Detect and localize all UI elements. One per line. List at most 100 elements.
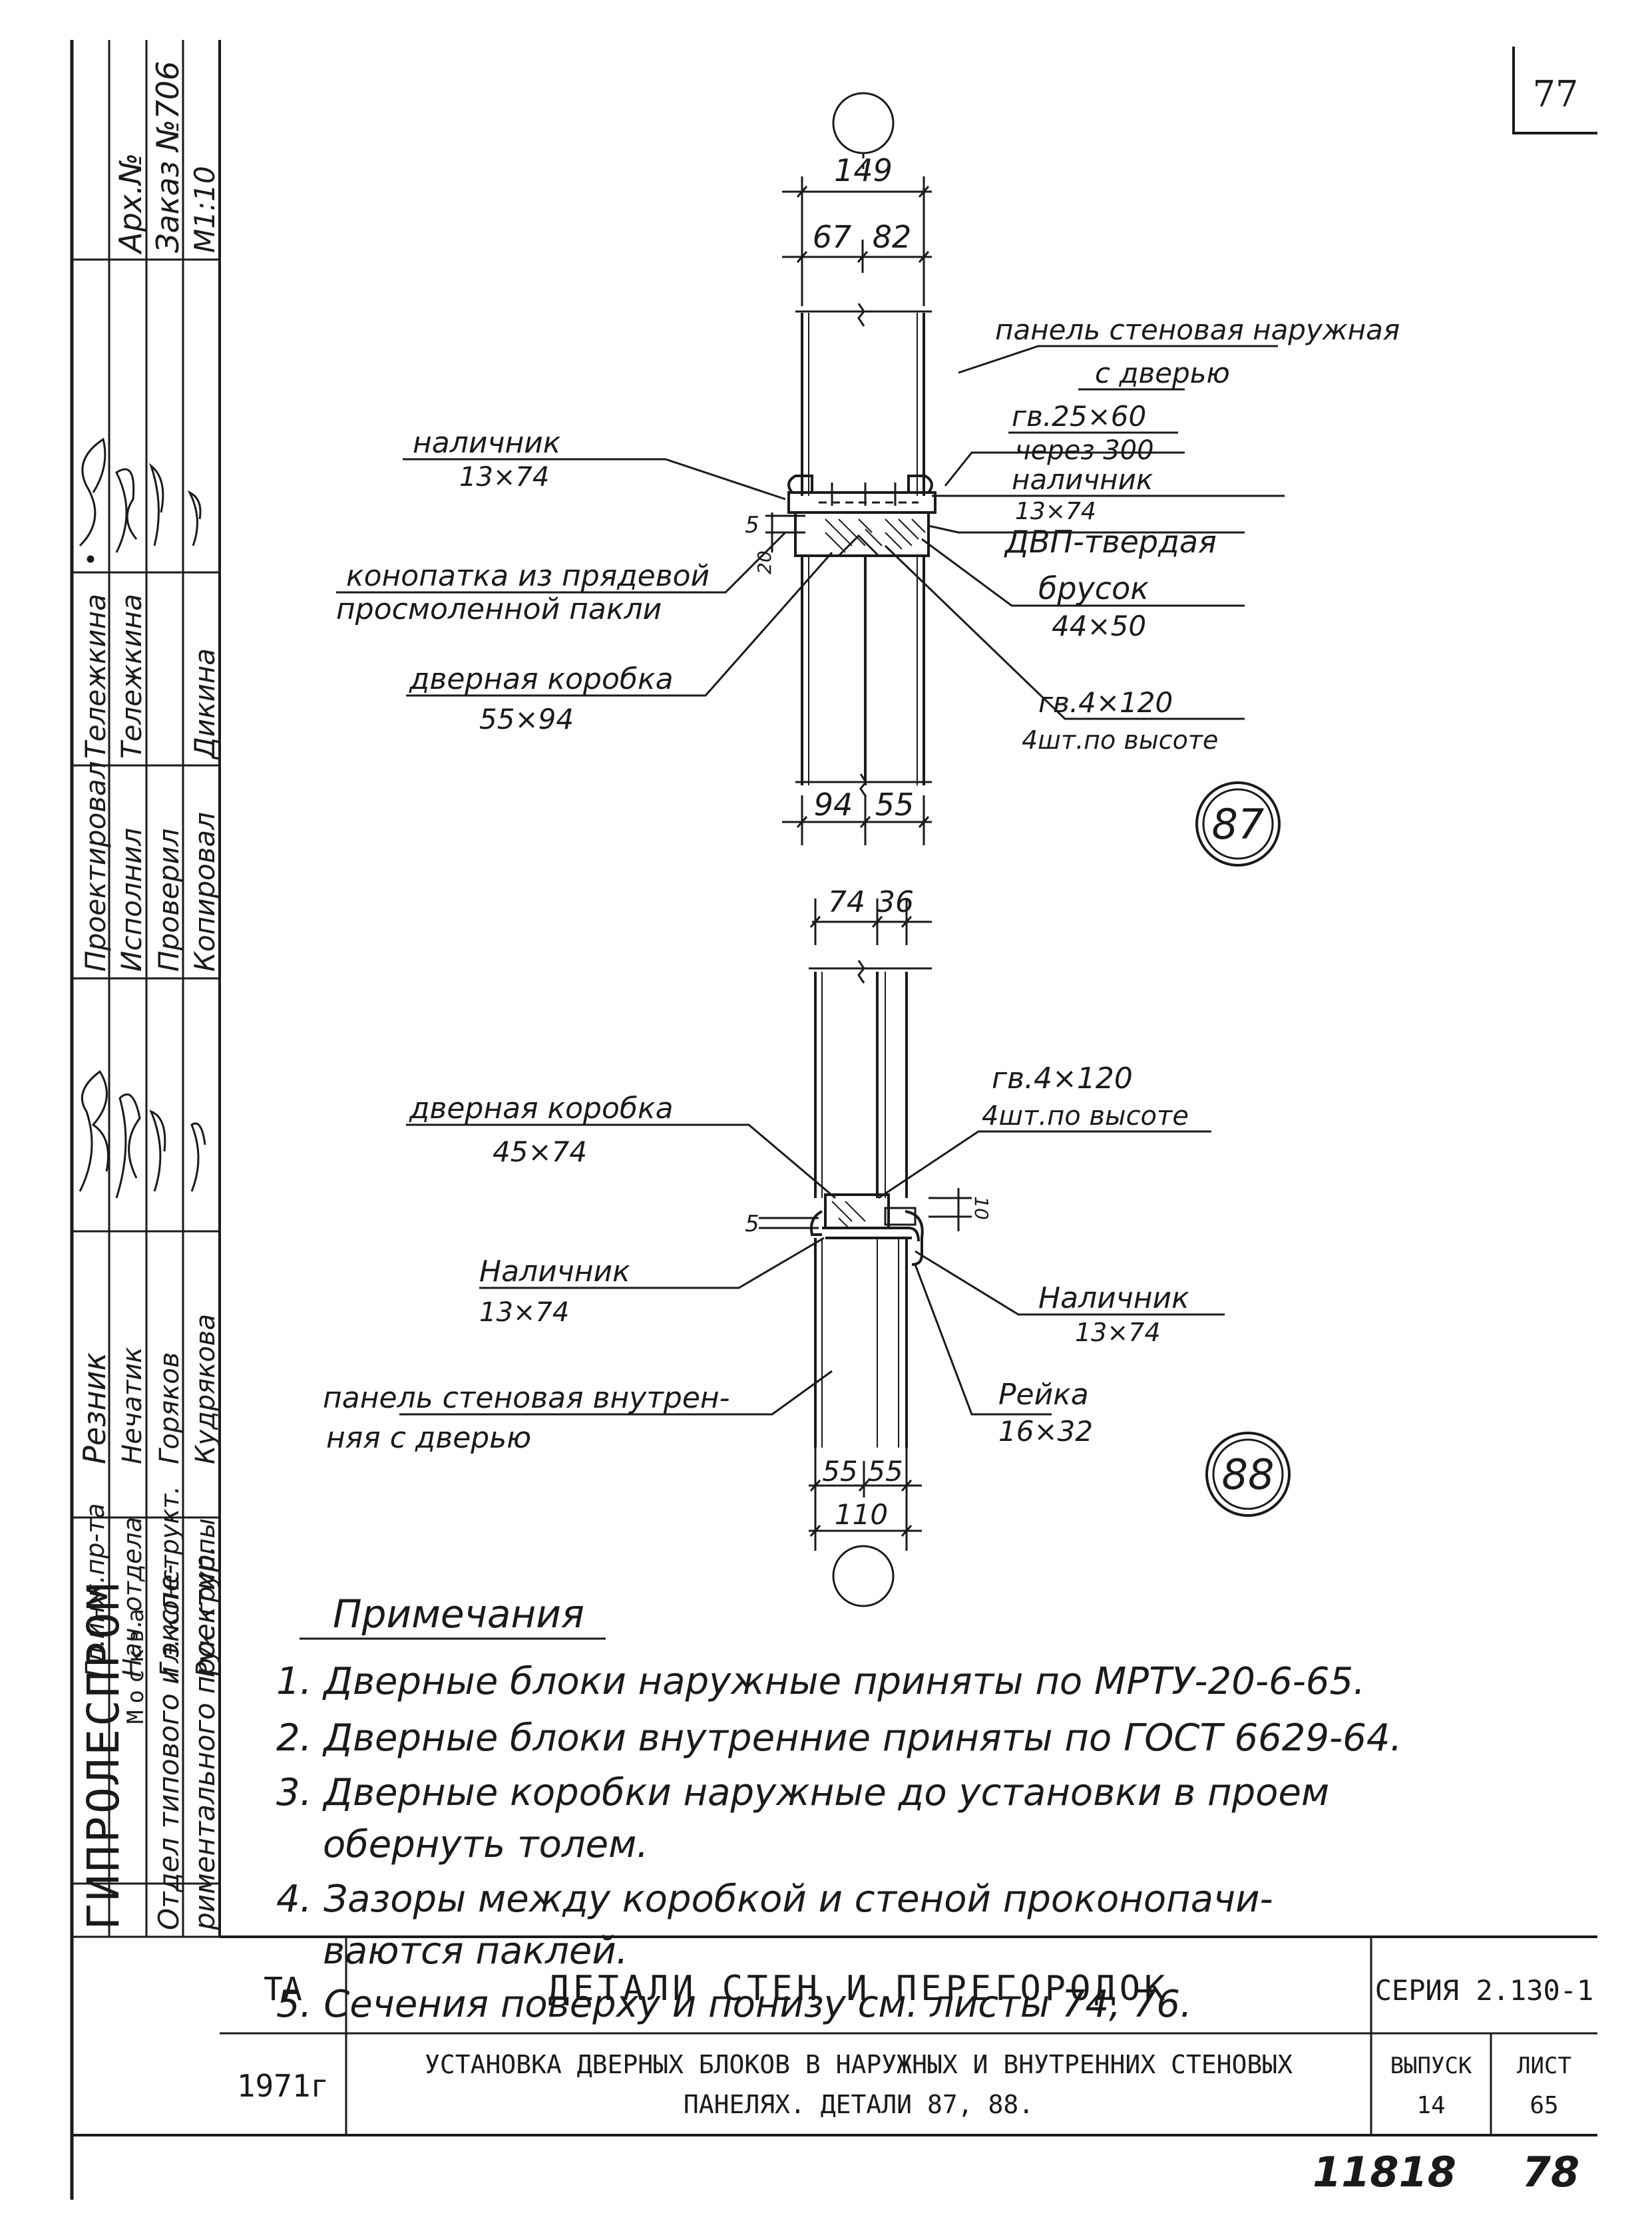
left-title-block xyxy=(72,40,220,1937)
detail-88-drawing xyxy=(399,899,1225,1607)
name-3: Горяков xyxy=(154,1352,185,1464)
stage-2: Исполнил xyxy=(115,828,148,972)
d87-trim-left-1: наличник xyxy=(413,426,561,460)
d87-number: 87 xyxy=(1212,800,1265,849)
axis-circle-bottom xyxy=(832,1545,895,1607)
d88-dim-55a: 55 xyxy=(822,1455,857,1488)
sheet-label: ЛИСТ xyxy=(1517,2053,1571,2079)
d88-panel-2: няя с дверью xyxy=(326,1421,531,1455)
d87-dim-20: 20 xyxy=(753,550,775,574)
detail-88-marker: 88 xyxy=(1205,1432,1291,1517)
note-5: 5. Сечения поверху и понизу см. листы 74… xyxy=(276,1983,1192,2026)
name-4: Кудрякова xyxy=(190,1314,221,1464)
issue-label: ВЫПУСК xyxy=(1390,2053,1472,2079)
note-3: 3. Дверные коробки наружные до установки… xyxy=(276,1771,1329,1814)
d87-fiber: ДВП-твердая xyxy=(1004,524,1217,560)
year: 1971г xyxy=(237,2068,329,2104)
d87-panel-2: с дверью xyxy=(1095,357,1230,389)
d87-frame-2: 55×94 xyxy=(479,703,574,735)
stages-column: Проектировал Исполнил Проверил Копировал xyxy=(79,761,221,972)
d88-nail-1: гв.4×120 xyxy=(992,1062,1133,1096)
footer-right-number: 78 xyxy=(1522,2148,1579,2196)
role-3: Гл. конструкт. xyxy=(155,1486,184,1677)
d88-dim-55b: 55 xyxy=(867,1455,903,1488)
archive-block: Арх.№ Заказ №706 М1:10 xyxy=(112,61,221,255)
d88-dim-110: 110 xyxy=(835,1498,888,1531)
d87-dim-55: 55 xyxy=(875,787,915,823)
note-4-cont: ваются паклей. xyxy=(323,1929,628,1973)
d87-trim-right-2: 13×74 xyxy=(1015,498,1096,525)
role-4: Рук. группы xyxy=(191,1518,220,1677)
scale: М1:10 xyxy=(188,166,221,253)
d87-bar-2: 44×50 xyxy=(1052,610,1146,642)
note-2: 2. Дверные блоки внутренние приняты по Г… xyxy=(276,1716,1402,1760)
d87-nail2-1: гв.4×120 xyxy=(1038,686,1173,719)
note-4: 4. Зазоры между коробкой и стеной прокон… xyxy=(276,1878,1273,1921)
footer-left-number: 11818 xyxy=(1313,2148,1456,2196)
stage-name-1: Тележкина xyxy=(79,594,112,759)
dept-line-2: риментального проектир. xyxy=(188,1545,221,1931)
d88-dim-5: 5 xyxy=(745,1211,759,1237)
d87-nail-2: через 300 xyxy=(1015,435,1154,466)
d88-frame-1: дверная коробка xyxy=(409,1092,674,1125)
d87-dim-5: 5 xyxy=(745,512,759,538)
d88-trim-left-1: Наличник xyxy=(479,1255,630,1289)
note-1: 1. Дверные блоки наружные приняты по МРТ… xyxy=(276,1660,1365,1703)
d88-rail-2: 16×32 xyxy=(998,1415,1093,1448)
d88-panel-1: панель стеновая внутрен- xyxy=(323,1381,730,1415)
doc-type: ТА xyxy=(264,1971,302,2008)
roles-column: Гл.инж.пр-та Нач. отдела Гл. конструкт. … xyxy=(81,1486,220,1677)
d88-trim-left-2: 13×74 xyxy=(479,1297,569,1328)
detail-88-dimensions: 74 36 55 55 110 5 10 xyxy=(745,885,992,1531)
d87-dim-94: 94 xyxy=(814,787,853,823)
series-label: СЕРИЯ 2.130-1 xyxy=(1375,1974,1594,2007)
axis-circle-top xyxy=(832,92,895,154)
name-2: Нечатик xyxy=(117,1347,148,1464)
d88-trim-right-2: 13×74 xyxy=(1075,1318,1161,1347)
d87-caulk-2: просмоленной пакли xyxy=(336,592,662,626)
d87-dim-82: 82 xyxy=(873,219,912,255)
sheet-number: 77 xyxy=(1533,73,1579,115)
sheet-value: 65 xyxy=(1530,2092,1558,2119)
d87-dim-67: 67 xyxy=(813,219,852,255)
d87-trim-left-2: 13×74 xyxy=(459,462,549,493)
d87-bar-1: брусок xyxy=(1038,570,1149,606)
detail-87-marker: 87 xyxy=(1195,781,1281,867)
d88-dim-74: 74 xyxy=(828,885,865,919)
d88-rail-1: Рейка xyxy=(998,1378,1089,1412)
main-title: ДЕТАЛИ СТЕН И ПЕРЕГОРОДОК xyxy=(548,1969,1169,2009)
detail-87-dimensions: 149 67 82 94 55 5 20 xyxy=(745,152,914,823)
stage-name-4: Дикина xyxy=(188,648,221,760)
role-1: Гл.инж.пр-та xyxy=(81,1504,110,1678)
org-block: ГИПРОЛЕСПРОМ Москва Отдел типового и экс… xyxy=(78,1545,221,1931)
stage-4: Копировал xyxy=(188,812,221,972)
d87-frame-1: дверная коробка xyxy=(409,662,674,696)
detail-87-labels: панель стеновая наружная с дверью гв.25×… xyxy=(336,313,1400,755)
stage-name-2: Тележкина xyxy=(115,594,148,759)
d88-frame-2: 45×74 xyxy=(493,1135,587,1168)
signatures-upper xyxy=(79,437,202,563)
d87-nail2-2: 4шт.по высоте xyxy=(1022,725,1218,755)
notes-block: Примечания 1. Дверные блоки наружные при… xyxy=(276,1591,1402,2026)
d87-dim-149: 149 xyxy=(834,152,893,188)
role-2: Нач. отдела xyxy=(118,1517,147,1677)
signatures-lower xyxy=(79,1070,206,1199)
org-name: ГИПРОЛЕСПРОМ xyxy=(78,1581,129,1930)
names-column: Резник Нечатик Горяков Кудрякова xyxy=(77,1314,221,1464)
archive-number: Арх.№ xyxy=(112,153,148,255)
notes-heading: Примечания xyxy=(333,1591,584,1637)
d88-nail-2: 4шт.по высоте xyxy=(982,1101,1189,1131)
name-1: Резник xyxy=(77,1352,112,1464)
detail-88-labels: гв.4×120 4шт.по высоте дверная коробка 4… xyxy=(323,1062,1189,1455)
dept-line-1: Отдел типового и экспе- xyxy=(152,1564,185,1930)
d88-number: 88 xyxy=(1222,1450,1275,1499)
stage-names-column: Тележкина Тележкина Дикина xyxy=(79,594,221,760)
d88-dim-36: 36 xyxy=(877,885,914,919)
d87-caulk-1: конопатка из прядевой xyxy=(346,559,710,593)
d87-panel-1: панель стеновая наружная xyxy=(995,313,1400,346)
bottom-title-block xyxy=(220,1937,1597,2135)
stage-3: Проверил xyxy=(152,829,185,972)
note-3-cont: обернуть толем. xyxy=(323,1823,648,1866)
sheet-frame xyxy=(70,40,1597,2200)
